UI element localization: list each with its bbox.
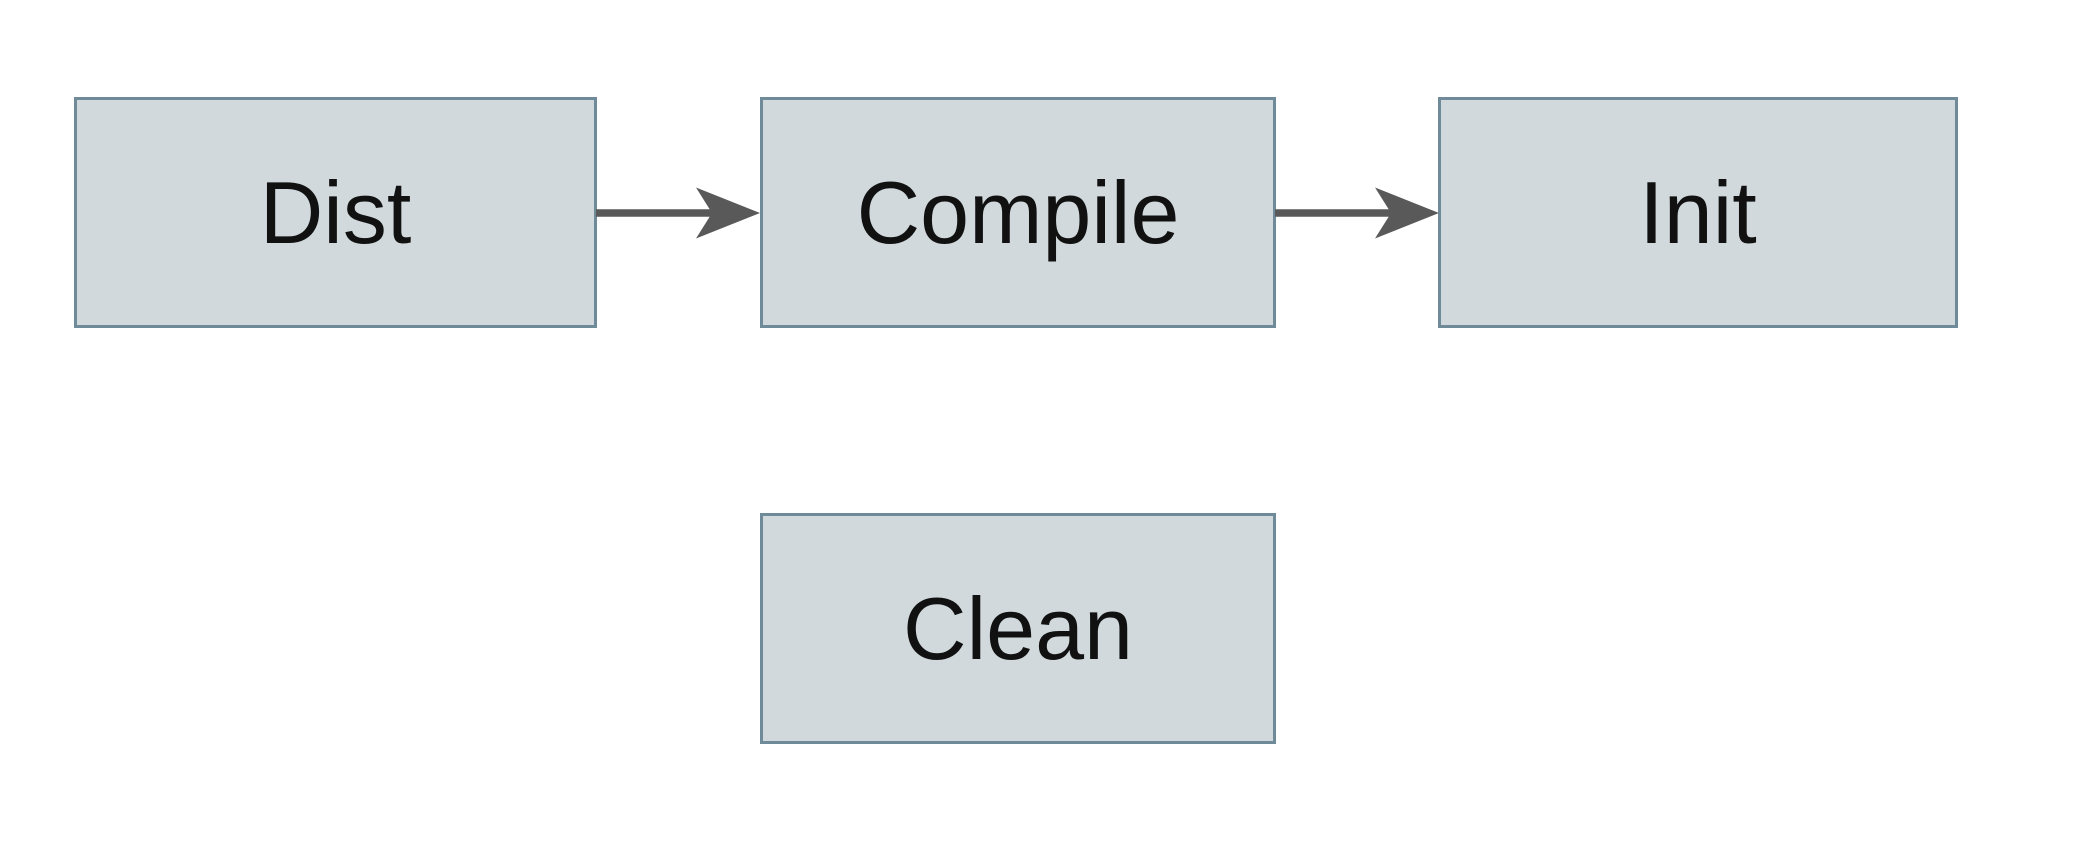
node-init-label: Init (1639, 162, 1757, 262)
node-compile-label: Compile (856, 162, 1180, 262)
node-clean-label: Clean (903, 578, 1133, 678)
node-dist[interactable]: Dist (74, 97, 597, 328)
node-clean[interactable]: Clean (760, 513, 1276, 744)
node-compile[interactable]: Compile (760, 97, 1276, 328)
arrow-dist-to-compile-icon (596, 187, 760, 239)
node-dist-label: Dist (259, 162, 412, 262)
node-init[interactable]: Init (1438, 97, 1958, 328)
arrow-compile-to-init-icon (1275, 187, 1439, 239)
